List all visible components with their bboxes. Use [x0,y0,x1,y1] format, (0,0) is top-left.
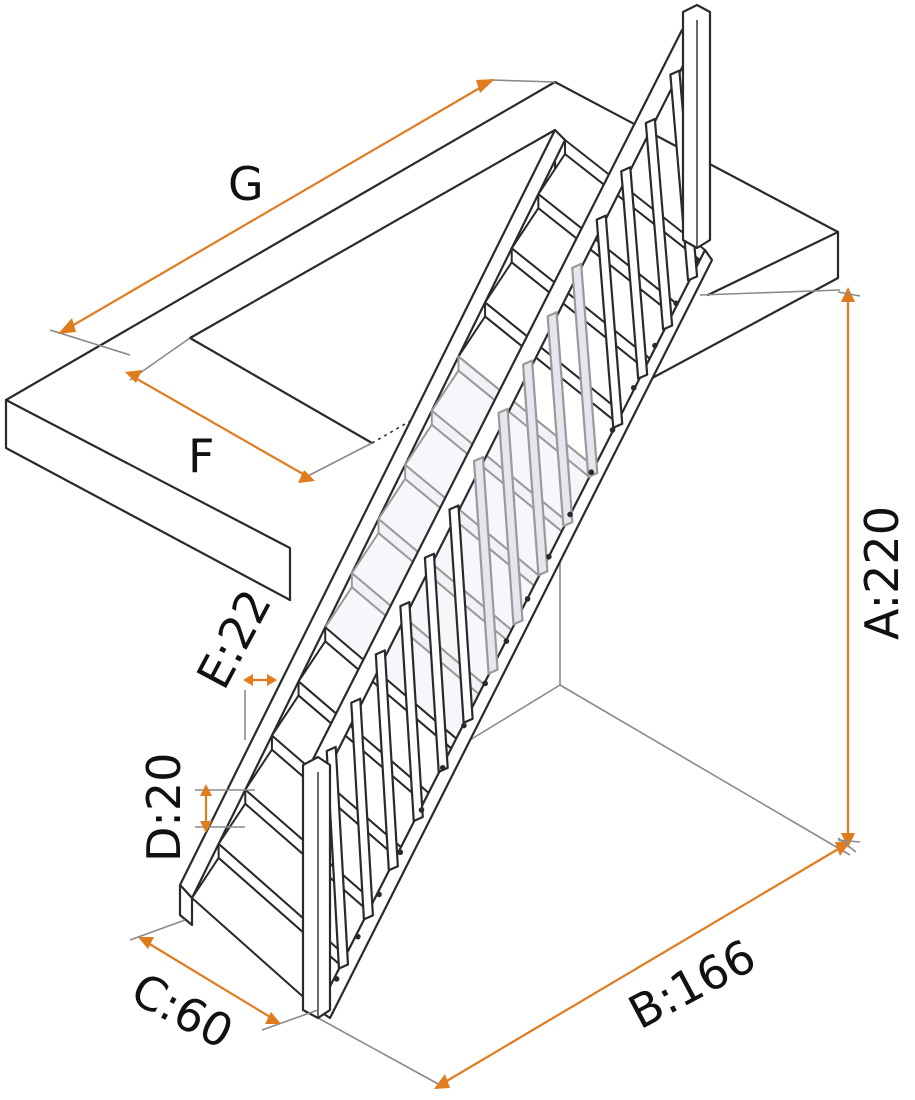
dimension-b [434,837,857,1089]
right-stringer [316,248,714,1020]
dimension-c [129,919,319,1031]
bolt [439,764,446,771]
bolt [652,342,658,349]
dimension-d [195,784,255,833]
bolt [355,933,361,940]
label-d: D:20 [137,753,191,862]
baluster [644,117,674,331]
dimension-e [243,674,277,686]
bolt [376,891,382,898]
baluster [374,649,399,872]
bottom-newel-post [301,755,332,1020]
label-b: B:166 [620,929,764,1040]
bolt [567,511,573,518]
label-c: C:60 [123,962,242,1060]
bolt [524,596,531,602]
baluster [521,359,549,577]
baluster [423,552,449,773]
baluster [620,166,649,380]
bolt [694,258,701,264]
top-newel-post [681,3,712,250]
baluster [595,214,624,429]
dimension-f [125,337,373,483]
baluster [325,745,350,970]
baluster [497,407,524,626]
bolt [609,427,616,433]
bolt [461,722,467,729]
stair-treads [191,139,706,1011]
bolt [482,680,488,687]
bolt [546,553,552,560]
balusters [325,69,699,970]
bolt [630,384,637,391]
baluster [571,262,599,479]
bolt [397,849,404,856]
label-g: G [228,157,264,211]
bolt [503,638,510,644]
dimension-g [49,79,556,356]
baluster [472,456,499,675]
bolt [333,976,340,982]
baluster [399,600,424,823]
baluster [448,504,474,724]
stringer-bolts [333,258,701,982]
room-walls [244,289,851,1086]
label-f: F [188,429,214,483]
baluster [350,697,374,921]
bolt [588,469,595,476]
label-a: A:220 [855,506,909,640]
bolt [673,300,679,307]
bolt [418,807,425,813]
baluster [546,311,574,528]
